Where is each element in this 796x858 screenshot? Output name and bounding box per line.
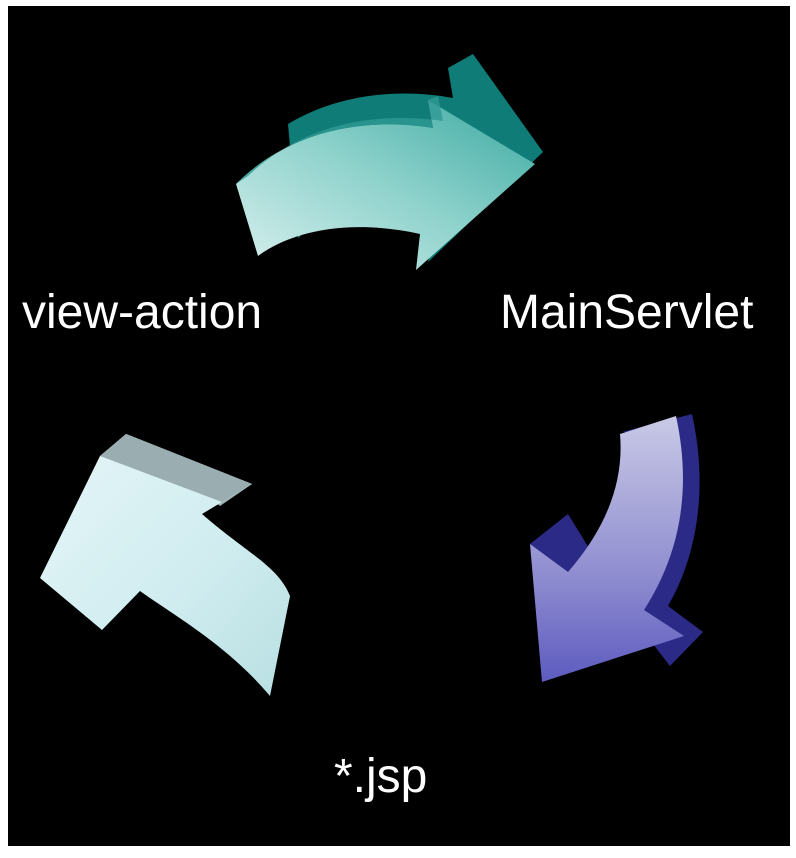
diagram-svg <box>40 54 703 696</box>
curved-arrow-icon <box>236 54 543 270</box>
curved-arrow-icon <box>40 434 290 696</box>
node-label-view-action: view-action <box>22 286 263 339</box>
diagram-canvas: view-action MainServlet *.jsp <box>8 6 790 846</box>
node-label-mainservlet: MainServlet <box>500 286 754 339</box>
node-label-jsp: *.jsp <box>334 750 428 803</box>
curved-arrow-icon <box>530 414 703 682</box>
